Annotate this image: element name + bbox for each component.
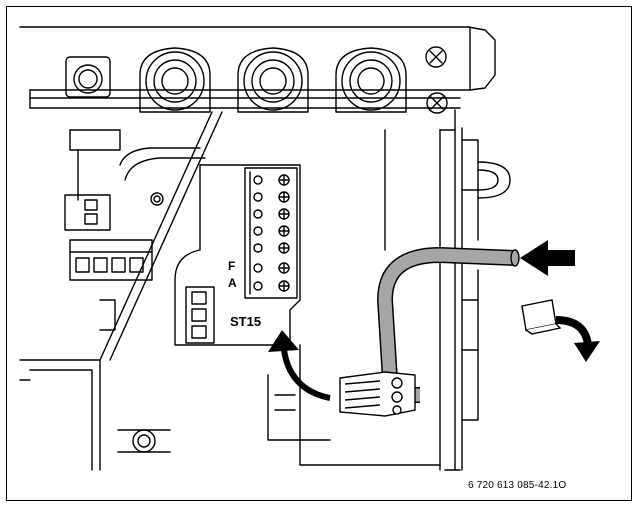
clip-remove-icon [521, 299, 562, 335]
top-rail [19, 26, 496, 109]
figure-caption: 6 720 613 085-42.1O [468, 480, 567, 491]
pipe-nut-3 [335, 47, 407, 113]
left-housing [64, 129, 206, 231]
cable-clip-ring [477, 161, 511, 199]
cable [376, 246, 520, 403]
plug-connector [339, 371, 416, 417]
cable-direction-arrow [520, 240, 575, 276]
screw-bottom [117, 429, 171, 453]
terminal-label-a: A [228, 276, 237, 290]
terminal-label-f: F [228, 259, 236, 273]
terminal-screws [253, 174, 290, 292]
terminal-strip [244, 167, 298, 299]
pipe-nut-2 [237, 47, 309, 113]
clip-remove-arrow [555, 316, 600, 362]
pcb-outline [174, 129, 441, 466]
nut-small [65, 56, 111, 98]
st15-socket [185, 286, 215, 344]
lower-left-housing [19, 299, 116, 471]
screw-mid [426, 92, 448, 114]
insert-arrow [268, 330, 331, 401]
connector-label-st15: ST15 [230, 314, 262, 329]
pipe-nut-1 [139, 47, 211, 113]
terminal-block-left [69, 239, 153, 281]
diagonal-divider [99, 111, 223, 361]
side-housing [439, 109, 479, 471]
screw-top [425, 46, 447, 68]
